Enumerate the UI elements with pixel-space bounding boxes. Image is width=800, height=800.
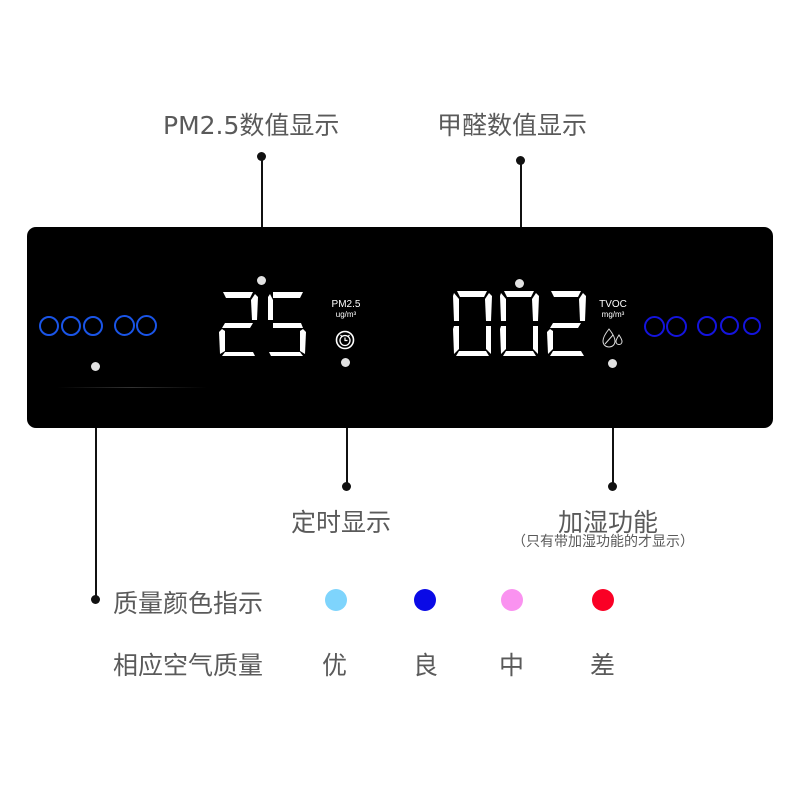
connector-line-formaldehyde — [520, 160, 522, 228]
connector-line-timer — [346, 428, 348, 486]
humidify-drop-icon — [602, 328, 623, 348]
swatch-good — [414, 589, 436, 611]
alarm-clock-icon — [335, 330, 355, 350]
panel-divider — [57, 387, 207, 388]
connector-dot-timer — [342, 482, 351, 491]
indicator-ring — [114, 315, 135, 336]
pm25-value-digits — [219, 292, 306, 356]
device-display-panel: PM2.5 ug/m³ TVOC mg/m³ — [27, 227, 773, 428]
indicator-ring — [83, 316, 103, 336]
humidify-note-label: （只有带加湿功能的才显示） — [512, 534, 694, 550]
indicator-ring — [697, 316, 717, 336]
indicator-ring — [644, 316, 665, 337]
connector-dot-humidify — [608, 482, 617, 491]
indicator-ring — [743, 317, 761, 335]
quality-color-indicator-label: 质量颜色指示 — [113, 589, 264, 618]
connector-line-quality — [95, 428, 97, 598]
connector-line-pm25 — [261, 156, 263, 228]
air-quality-label: 相应空气质量 — [113, 651, 264, 680]
humidify-function-label: 加湿功能 — [558, 508, 659, 537]
grade-good: 良 — [413, 651, 439, 680]
tvoc-unit-top: TVOC — [599, 299, 627, 310]
pm25-unit-bottom: ug/m³ — [335, 310, 357, 319]
timer-display-label: 定时显示 — [291, 508, 392, 537]
grade-poor: 差 — [590, 651, 616, 680]
indicator-led-timer — [341, 358, 350, 367]
connector-line-humidify — [612, 428, 614, 486]
indicator-ring — [39, 316, 59, 336]
tvoc-unit-bottom: mg/m³ — [601, 310, 625, 319]
swatch-poor — [592, 589, 614, 611]
indicator-ring — [666, 316, 687, 337]
indicator-led-pm25 — [257, 276, 266, 285]
indicator-led-left — [91, 362, 100, 371]
swatch-moderate — [501, 589, 523, 611]
tvoc-value-digits — [453, 291, 586, 356]
indicator-ring — [720, 316, 739, 335]
connector-dot-quality — [91, 595, 100, 604]
grade-moderate: 中 — [499, 651, 525, 680]
indicator-ring — [61, 316, 81, 336]
grade-excellent: 优 — [322, 651, 348, 680]
pm25-display-label: PM2.5数值显示 — [163, 111, 340, 140]
indicator-led-humidify — [608, 359, 617, 368]
pm25-unit-top: PM2.5 — [331, 299, 361, 310]
swatch-excellent — [325, 589, 347, 611]
indicator-ring — [136, 315, 157, 336]
formaldehyde-display-label: 甲醛数值显示 — [437, 111, 588, 140]
indicator-led-tvoc — [515, 279, 524, 288]
